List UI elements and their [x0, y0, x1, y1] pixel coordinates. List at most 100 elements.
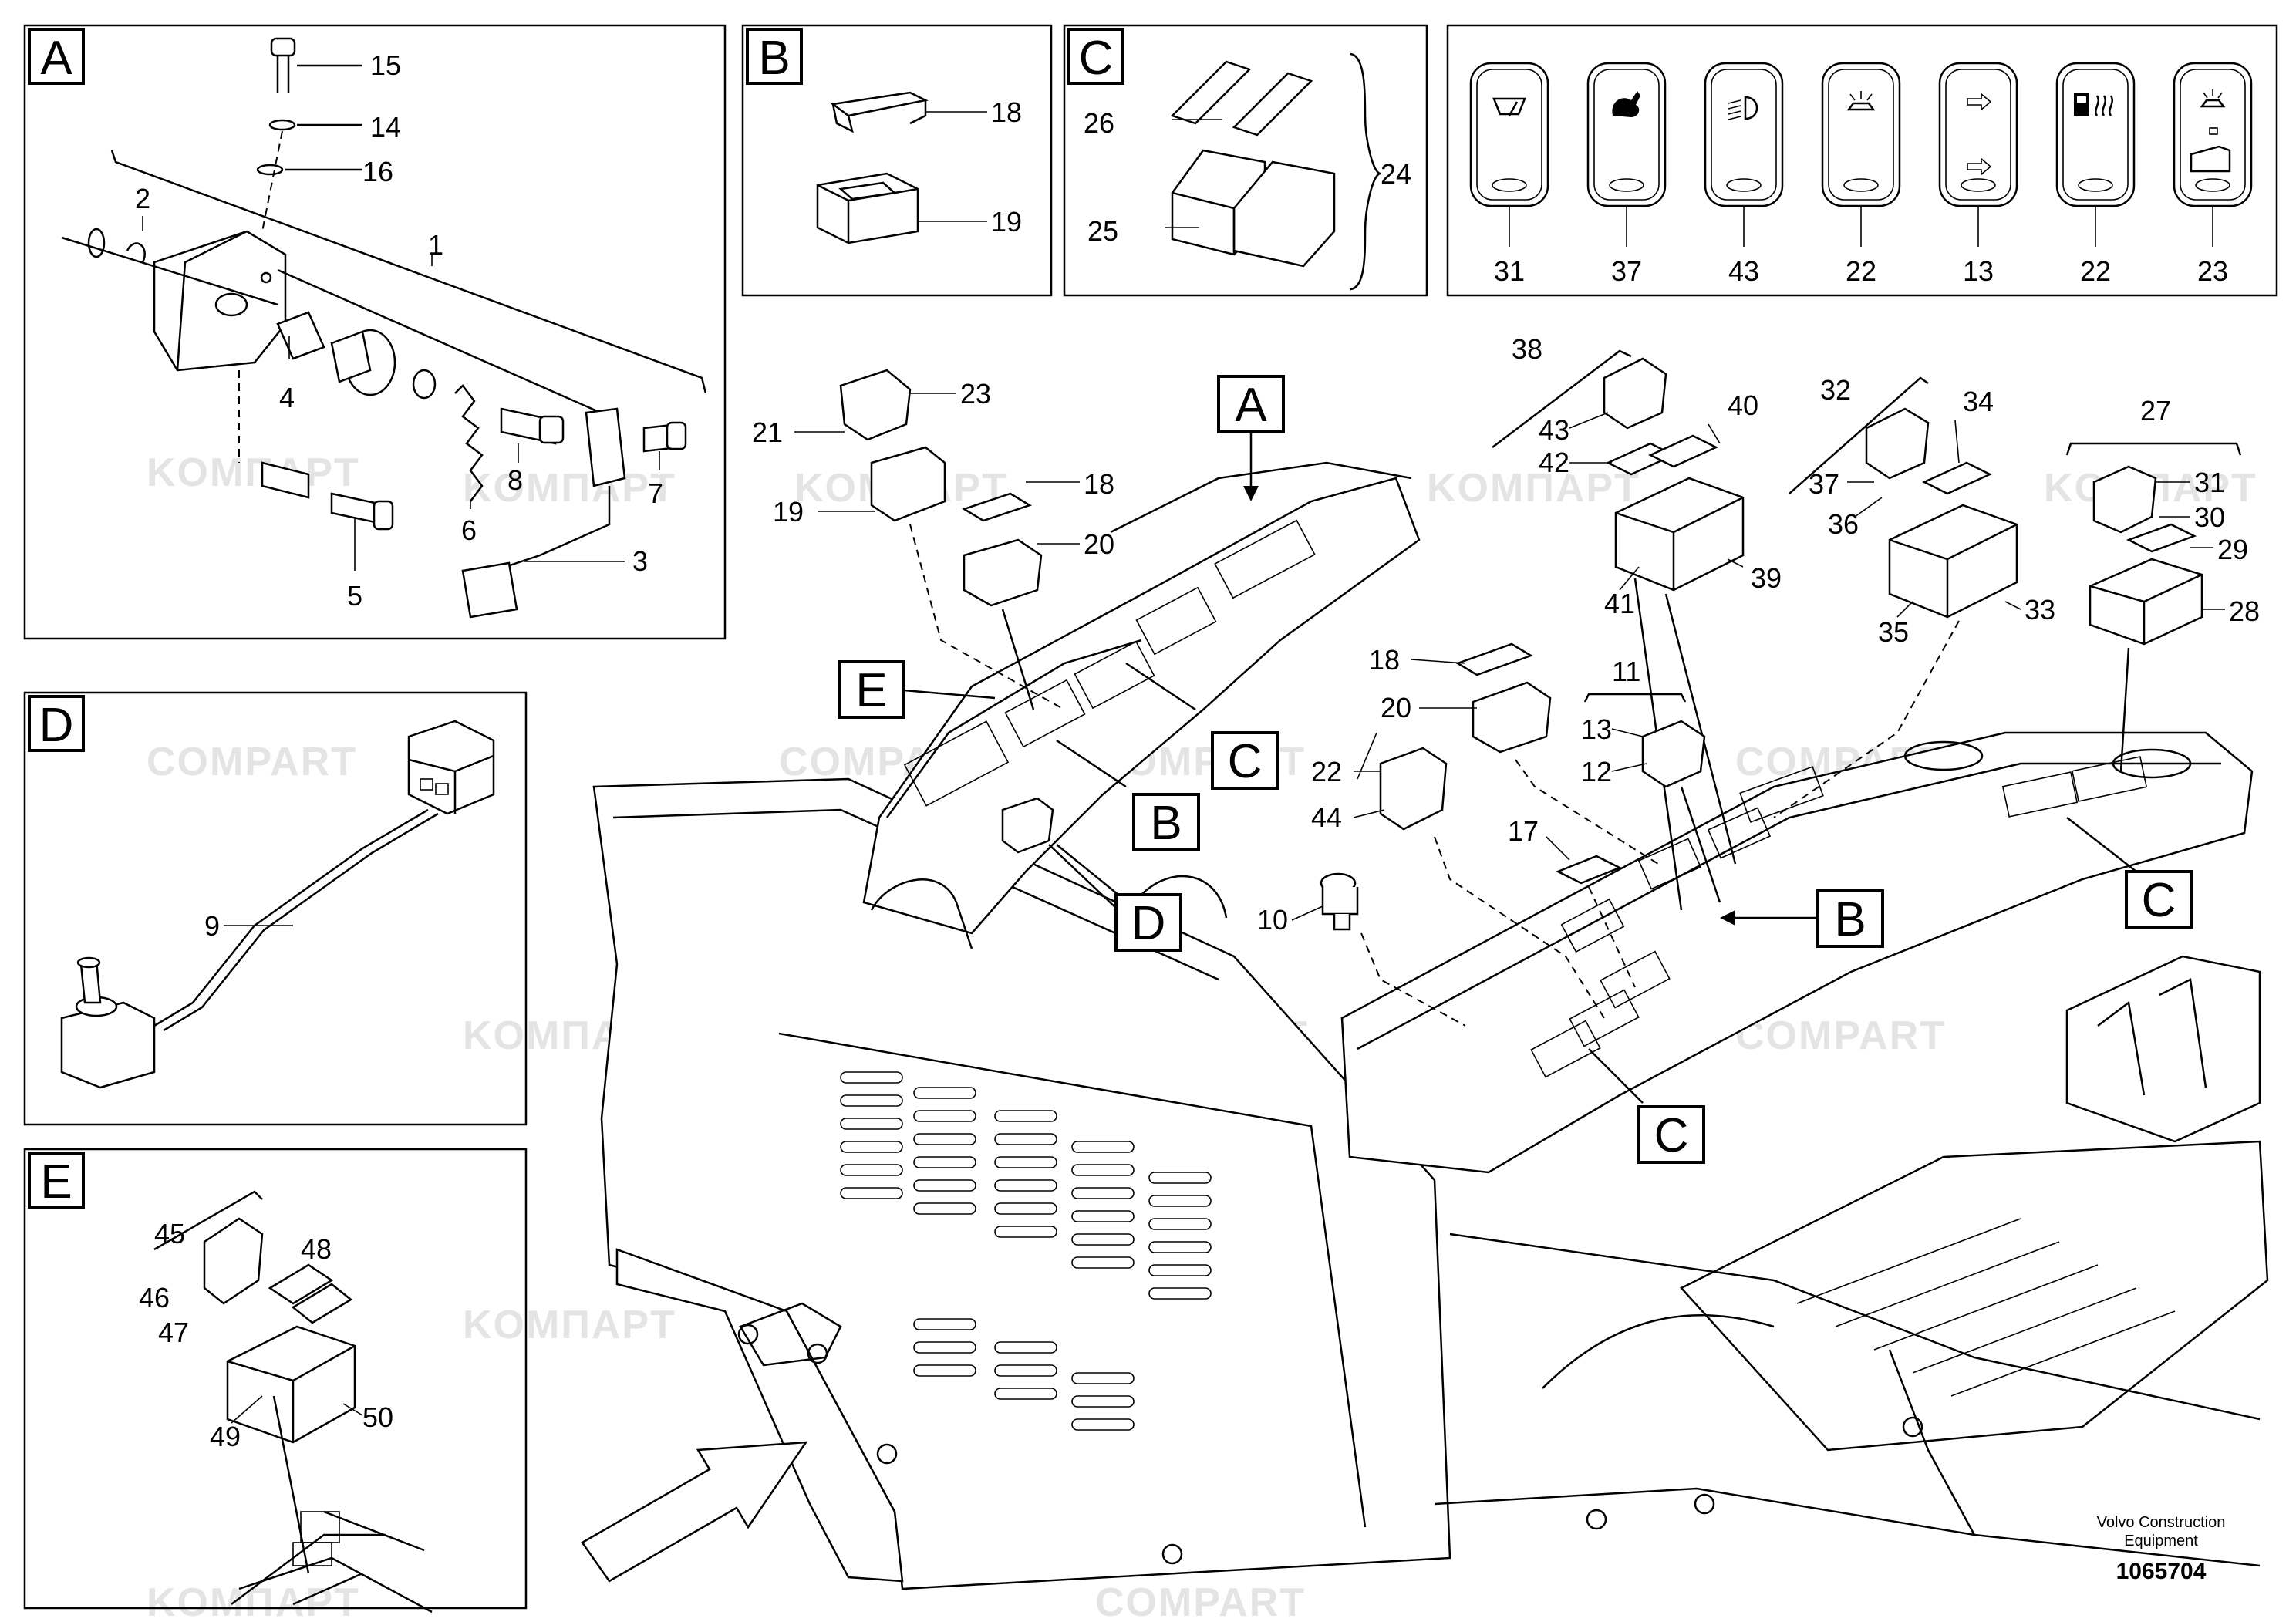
part-number: 34 [1963, 386, 1994, 417]
part-number: 18 [991, 96, 1022, 128]
panel-d: D 9 [23, 691, 528, 1126]
footer: Volvo Construction Equipment 1065704 [2097, 1514, 2226, 1584]
rocker-switch-part [1641, 720, 1706, 788]
switch-body [2055, 62, 2136, 207]
part-number: 9 [204, 910, 220, 942]
part-number: 28 [2229, 595, 2260, 627]
part-number: 27 [2140, 395, 2171, 427]
part-number: 43 [1539, 414, 1569, 446]
company-line2: Equipment [2124, 1533, 2198, 1549]
indicator-lamp [1492, 178, 1527, 192]
micro-switch-part [585, 407, 626, 487]
switch-cap-part [830, 91, 929, 117]
part-number: 25 [1087, 215, 1118, 247]
part-number: 2 [135, 183, 150, 214]
switch-item: 37 [1586, 62, 1667, 287]
part-number: 19 [991, 206, 1022, 238]
rocker-switch-part [2092, 465, 2157, 534]
watermark-text: COMPART [1735, 1013, 1946, 1058]
switch-frame-part [1888, 504, 2018, 619]
bracket-housing [153, 230, 287, 372]
panel-e-label: E [40, 1155, 72, 1209]
callout-label: C [1228, 735, 1263, 788]
callout-label: C [2142, 874, 2176, 927]
part-number: 10 [1257, 904, 1288, 936]
panel-b: B 18 19 [741, 24, 1053, 297]
panel-d-label: D [39, 699, 74, 752]
part-number: 33 [2025, 594, 2055, 626]
panel-a-label: A [40, 32, 72, 85]
switch-frame-part [816, 172, 919, 244]
watermark-text: KOMΠAPT [147, 1580, 360, 1622]
callout-label: B [1150, 797, 1182, 850]
part-number: 8 [507, 464, 523, 496]
switch-body [1704, 62, 1784, 207]
switch-number: 43 [1728, 255, 1759, 287]
interior-light-icon [2190, 89, 2231, 173]
part-number: 24 [1381, 158, 1411, 190]
panel-a: A [23, 24, 727, 640]
watermark-text: KOMΠAPT [147, 450, 360, 495]
exploded-switch-groups [839, 349, 2242, 1027]
main-leader-lines [794, 393, 2225, 921]
connector-part [461, 561, 518, 619]
switch-frame-part [870, 446, 946, 522]
part-number: 44 [1311, 801, 1342, 833]
panel-c-label: C [1079, 32, 1114, 85]
part-number: 17 [1508, 815, 1539, 847]
indicator-lamp [2078, 178, 2113, 192]
part-number: 48 [301, 1233, 332, 1265]
panel-b-label: B [758, 32, 790, 85]
switch-item: 31 [1469, 62, 1549, 287]
part-number: 39 [1751, 562, 1782, 594]
part-number: 26 [1084, 107, 1114, 139]
switch-number: 23 [2197, 255, 2228, 287]
switch-rocker [1476, 69, 1542, 201]
indicator-lamp [2195, 178, 2230, 192]
part-number: 19 [773, 496, 804, 528]
part-number: 20 [1084, 528, 1114, 560]
part-number: 11 [1612, 656, 1640, 687]
indicator-lamp [1609, 178, 1644, 192]
part-number: 6 [461, 514, 477, 546]
indicator-lamp [1843, 178, 1879, 192]
part-number: 16 [362, 156, 393, 187]
rocker-switch-part [203, 1217, 264, 1305]
wiper-icon [1492, 97, 1526, 116]
vent-grille [840, 1071, 1212, 1431]
hydraulic-icon [1967, 93, 1992, 176]
callout-label: D [1131, 897, 1166, 950]
company-line1: Volvo Construction [2097, 1514, 2226, 1531]
switch-item: 13 [1938, 62, 2018, 287]
switch-frame-part [1472, 681, 1552, 754]
callout-label: E [855, 664, 887, 717]
part-number: 50 [362, 1401, 393, 1433]
switch-number: 31 [1494, 255, 1525, 287]
panel-a-label-box [28, 28, 85, 85]
main-part-numbers: 23 21 18 19 20 38 43 42 40 41 39 32 34 3… [752, 333, 2260, 936]
switch-number: 22 [1846, 255, 1876, 287]
switch-number: 37 [1611, 255, 1642, 287]
washer-part [268, 119, 296, 131]
panel-c: C 26 24 25 [1063, 24, 1428, 297]
part-number: 4 [279, 382, 295, 413]
switch-rocker [2062, 69, 2129, 201]
part-number: 15 [370, 49, 401, 81]
rocker-switch-part [1379, 747, 1448, 831]
callout-label: C [1654, 1109, 1689, 1162]
switch-rocker [1945, 69, 2011, 201]
part-number: 3 [632, 545, 648, 577]
rocker-switch-part [1603, 357, 1667, 430]
seal-part [1555, 855, 1623, 885]
panel-e: E 45 48 46 47 49 50 [23, 1148, 528, 1614]
part-number: 42 [1539, 447, 1569, 478]
switch-item: 22 [1821, 62, 1901, 287]
part-number: 40 [1728, 389, 1758, 421]
switch-body [1586, 62, 1667, 207]
indicator-lamp [1961, 178, 1996, 192]
switch-item: 23 [2173, 62, 2253, 287]
watermark-text: COMPART [1095, 1580, 1306, 1622]
part-number: 37 [1809, 468, 1839, 500]
part-number: 12 [1581, 756, 1612, 787]
